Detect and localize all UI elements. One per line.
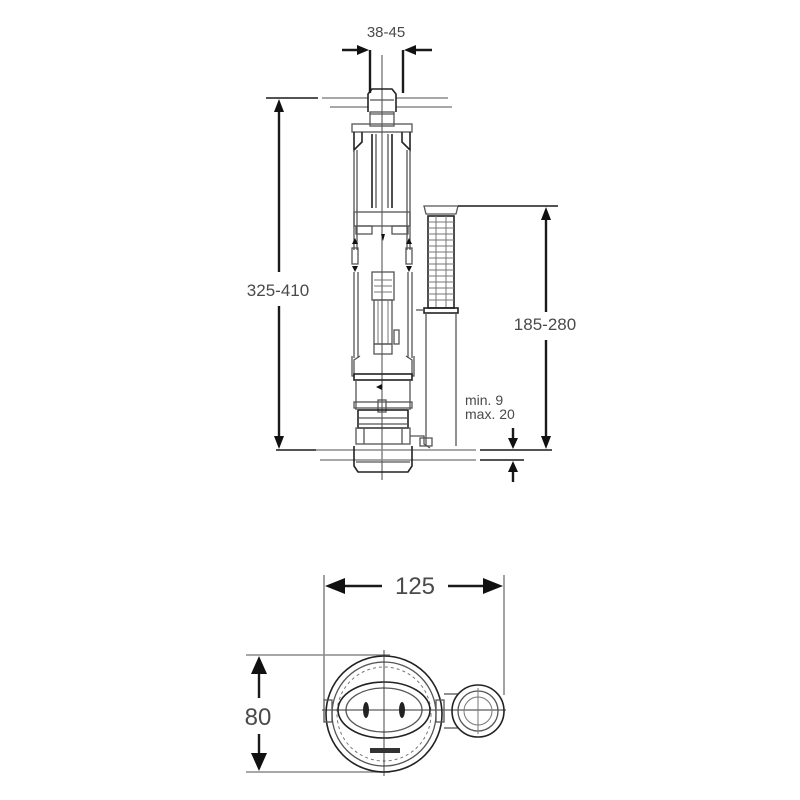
- dimension-overall-height: 325-410: [247, 97, 318, 449]
- top-actuator: [367, 88, 397, 127]
- dimension-flange-thickness: min. 9 max. 20: [465, 392, 552, 482]
- label-flange-min: min. 9: [465, 392, 503, 408]
- label-depth: 80: [245, 704, 272, 731]
- label-overall-height: 325-410: [247, 281, 309, 300]
- label-width: 125: [395, 573, 435, 600]
- label-top-width: 38-45: [367, 24, 405, 41]
- dimension-top-width: 38-45: [342, 24, 432, 93]
- dimension-depth: 80: [245, 654, 390, 773]
- side-view: 38-45 325-410 185-280: [247, 24, 576, 482]
- cistern-floor: [276, 446, 476, 473]
- cistern-top-lines: [322, 97, 452, 108]
- upper-cage: [351, 123, 413, 272]
- overflow-plan: [444, 684, 505, 738]
- middle-body: [351, 247, 413, 358]
- dimension-overflow-height: 185-280: [458, 205, 576, 449]
- overflow-pipe: [416, 205, 459, 446]
- label-overflow-height: 185-280: [514, 315, 576, 334]
- dimension-width: 125: [325, 573, 503, 600]
- valve-body: [351, 355, 433, 449]
- label-flange-max: max. 20: [465, 406, 515, 422]
- valve-plan: [322, 650, 506, 776]
- top-view: 125 80: [245, 573, 506, 776]
